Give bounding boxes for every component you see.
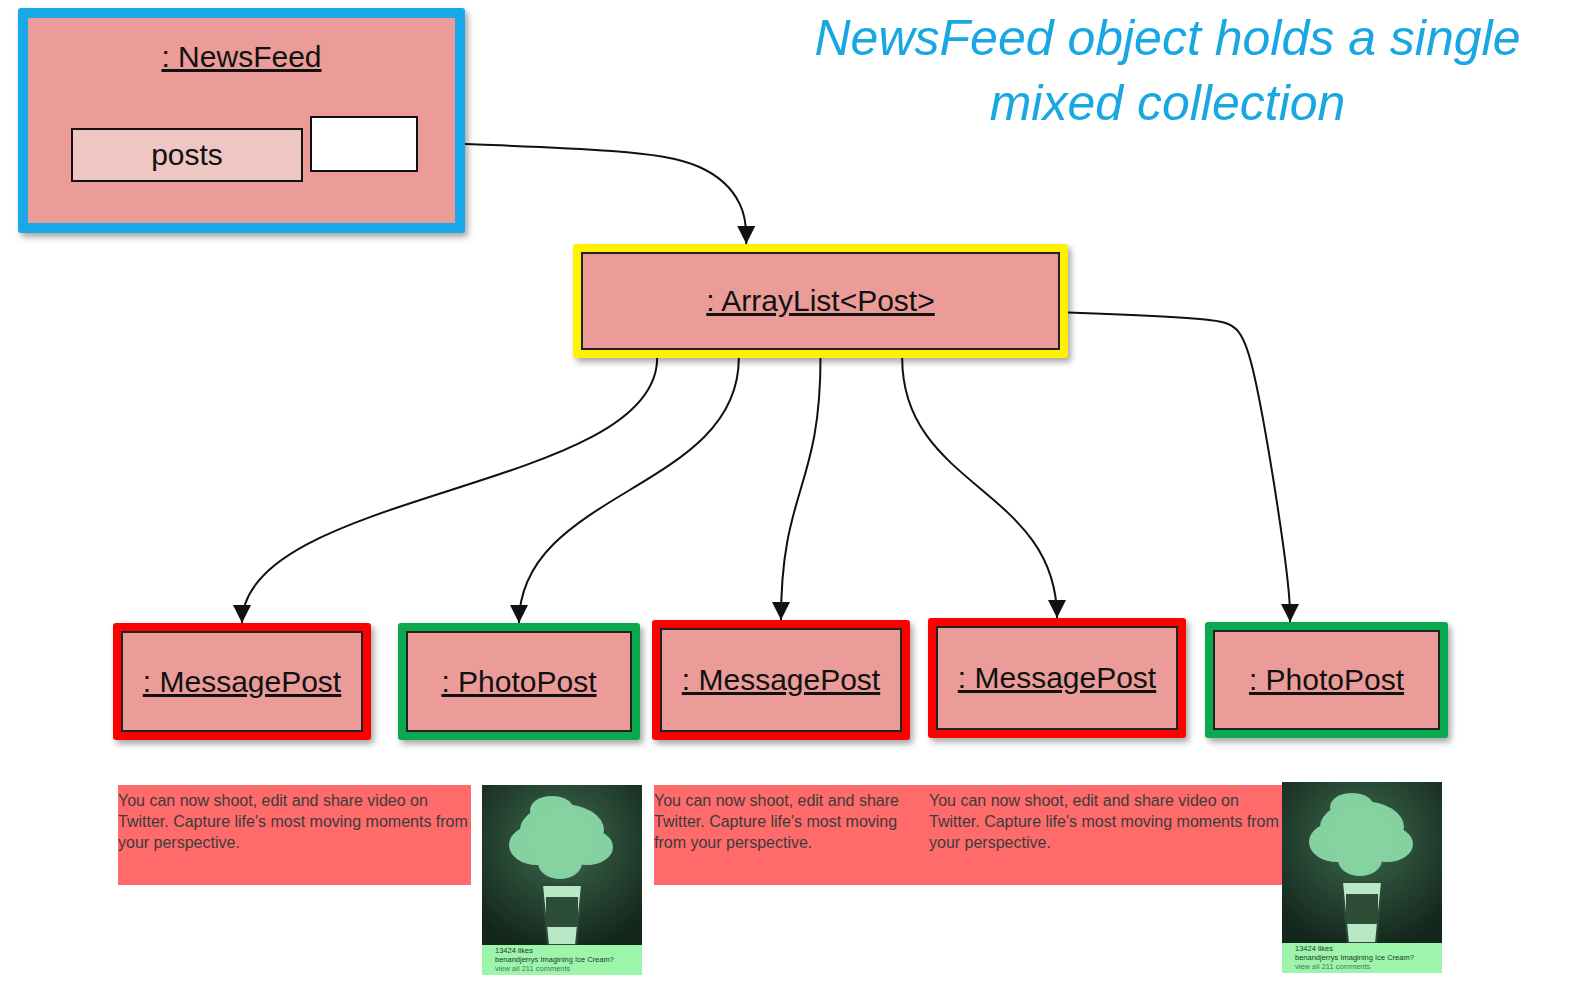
- photo-caption: view all 211 comments: [1295, 962, 1435, 971]
- object-name: : MessagePost: [958, 661, 1156, 695]
- photo-post-box: : PhotoPost: [1205, 622, 1448, 738]
- tweet-text: You can now shoot, edit and share video …: [929, 790, 1282, 853]
- photo-caption: 13424 likes: [1295, 944, 1435, 953]
- object-name: posts: [151, 138, 223, 172]
- diagram-title: NewsFeed object holds a single mixed col…: [760, 6, 1575, 136]
- tweet-text: You can now shoot, edit and share video …: [118, 790, 471, 853]
- photo-caption: benandjerrys Imagining Ice Cream?: [495, 955, 640, 964]
- photo-caption: view all 211 comments: [495, 964, 635, 973]
- connector-arrow: [465, 144, 746, 244]
- tweet-text: You can now shoot, edit and share Twitte…: [654, 790, 926, 853]
- field-name-box: posts: [71, 128, 303, 182]
- connector-arrow: [1068, 312, 1290, 622]
- list-object-box: : ArrayList<Post>: [573, 244, 1068, 358]
- object-heading: : NewsFeed: [161, 40, 321, 74]
- object-name: : PhotoPost: [1249, 663, 1404, 697]
- message-post-box: : MessagePost: [652, 620, 910, 740]
- photo-post-box: : PhotoPost: [398, 623, 640, 740]
- connector-arrow: [242, 358, 657, 623]
- reference-slot: [310, 116, 418, 172]
- connector-arrow: [902, 358, 1057, 618]
- object-name: : ArrayList<Post>: [706, 284, 934, 318]
- photo-caption: benandjerrys Imagining Ice Cream?: [1295, 953, 1440, 962]
- object-name: : MessagePost: [682, 663, 880, 697]
- connector-arrow: [781, 358, 821, 620]
- message-post-box: : MessagePost: [928, 618, 1186, 738]
- object-name: : PhotoPost: [441, 665, 596, 699]
- photo-caption: 13424 likes: [495, 946, 635, 955]
- object-name: : MessagePost: [143, 665, 341, 699]
- connector-arrow: [519, 358, 739, 623]
- object-box: : NewsFeed posts: [18, 8, 465, 233]
- message-post-box: : MessagePost: [113, 623, 371, 740]
